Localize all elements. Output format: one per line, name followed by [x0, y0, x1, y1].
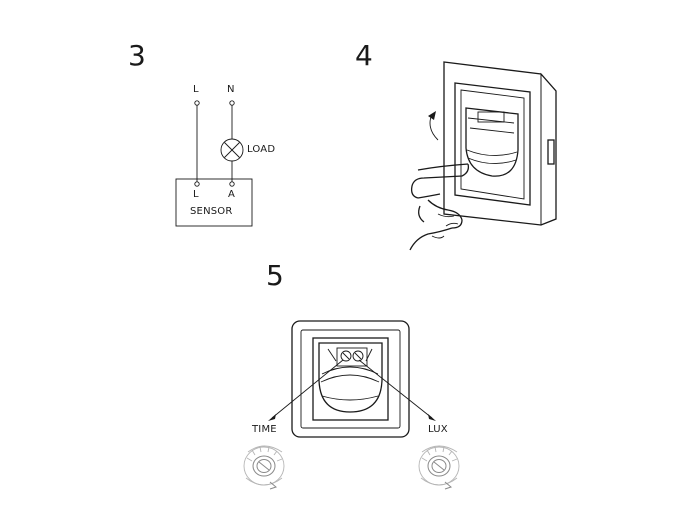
step-number-5: 5: [266, 259, 284, 292]
step-number-4: 4: [355, 39, 373, 72]
sensor-box: [175, 178, 253, 227]
time-dial-icon: [243, 445, 285, 490]
terminal-l-label: L: [193, 84, 199, 95]
step-number-3: 3: [128, 39, 146, 72]
lux-label: LUX: [428, 424, 448, 435]
time-label: TIME: [252, 424, 277, 435]
lux-dial-icon: [418, 445, 460, 490]
sensor-l-label: L: [193, 189, 199, 200]
load-label: LOAD: [247, 144, 276, 155]
hand-icon: [409, 163, 470, 251]
rotate-arrow-icon: [428, 111, 439, 141]
sensor-a-label: A: [228, 189, 236, 200]
terminal-n-label: N: [227, 84, 235, 95]
sensor-label: SENSOR: [190, 206, 233, 217]
sensor-front-frame: [291, 320, 410, 438]
wall-frame: [443, 61, 557, 226]
